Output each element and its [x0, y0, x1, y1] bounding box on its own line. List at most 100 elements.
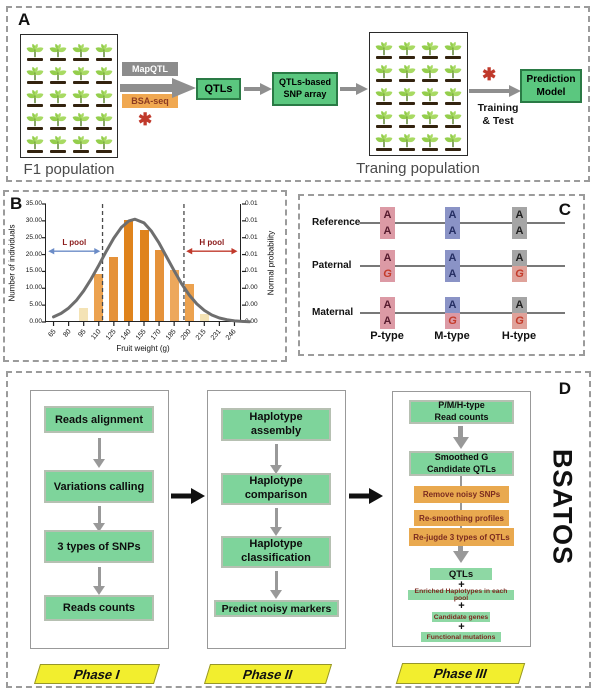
soil-icon [445, 56, 462, 59]
plant-leaves-icon [49, 66, 66, 81]
allele-top: A [512, 207, 527, 223]
plant-icon [23, 62, 46, 84]
plant-icon [46, 131, 69, 153]
flow-step: Smoothed G Candidate QTLs [409, 451, 514, 476]
plant-icon [395, 60, 418, 82]
soil-icon [375, 148, 392, 151]
arrow-right-icon [244, 83, 272, 95]
y-tick-label: 20.00 [25, 250, 42, 258]
plant-leaves-icon [398, 64, 416, 79]
allele-box: A A [380, 297, 395, 329]
result-box: Candidate genes [432, 612, 490, 622]
y-tick-label: 0.00 [245, 301, 258, 309]
plant-leaves-icon [95, 112, 112, 127]
plant-leaves-icon [398, 41, 416, 56]
allele-box: A A [445, 250, 460, 282]
arrow-down-icon [98, 567, 101, 587]
allele-bottom: G [512, 266, 527, 282]
plant-icon [419, 129, 442, 151]
plant-leaves-icon [375, 41, 392, 56]
allele-bottom: A [380, 223, 395, 239]
soil-icon [26, 104, 43, 107]
soil-icon [49, 104, 66, 107]
flow-step-orange: Re-jugde 3 types of QTLs [409, 528, 514, 546]
plant-icon [395, 37, 418, 59]
h-type-label: H-type [501, 330, 537, 342]
allele-box: A G [512, 297, 527, 329]
soil-icon [422, 148, 439, 151]
plant-leaves-icon [72, 112, 89, 127]
plant-leaves-icon [95, 135, 112, 150]
plant-icon [395, 106, 418, 128]
panel-d: D BSATOS Reads alignment Variations call… [6, 371, 591, 688]
histogram-bar [109, 256, 119, 321]
soil-icon [445, 148, 462, 151]
f1-population-label: F1 population [23, 161, 115, 178]
y-tick-label: 25.00 [25, 233, 42, 241]
plant-leaves-icon [26, 135, 43, 150]
plant-icon [442, 37, 465, 59]
allele-bottom: G [445, 313, 460, 329]
star-icon: ✱ [138, 110, 153, 129]
plant-icon [92, 131, 115, 153]
soil-icon [398, 79, 415, 82]
plant-leaves-icon [398, 110, 416, 125]
arrow-right-icon [340, 83, 368, 95]
plant-icon [69, 85, 92, 107]
histogram-bar [139, 229, 149, 321]
soil-icon [375, 125, 392, 128]
plant-icon [46, 108, 69, 130]
plus-sign: + [458, 600, 465, 612]
soil-icon [72, 127, 89, 130]
training-population-box [369, 32, 468, 156]
soil-icon [26, 127, 43, 130]
soil-icon [422, 102, 439, 105]
y-tick-label: 0.01 [245, 216, 258, 224]
phase1-column: Reads alignment Variations calling 3 typ… [30, 390, 169, 649]
histogram-bar [184, 283, 194, 321]
flow-step: Reads counts [44, 595, 154, 621]
plus-sign: + [458, 621, 465, 633]
plant-icon [372, 129, 395, 151]
allele-top: A [512, 297, 527, 313]
snp-array-box: QTLs-based SNP array [272, 72, 338, 106]
bsatos-label: BSATOS [547, 448, 578, 566]
y-tick-label: 35.00 [25, 200, 42, 207]
plant-leaves-icon [421, 133, 439, 148]
phase3-tag: Phase III [395, 663, 526, 684]
soil-icon [398, 56, 415, 59]
allele-box: A G [380, 250, 395, 282]
plant-leaves-icon [95, 89, 112, 104]
plant-icon [69, 131, 92, 153]
black-arrow-right-icon [171, 488, 205, 504]
plant-icon [92, 108, 115, 130]
allele-bottom: G [380, 266, 395, 282]
plant-leaves-icon [49, 43, 66, 58]
soil-icon [398, 125, 415, 128]
soil-icon [445, 125, 462, 128]
maternal-label: Maternal [312, 307, 354, 318]
y-tick-label: 0.01 [245, 233, 258, 241]
allele-top: A [445, 207, 460, 223]
panel-a-label: A [18, 10, 31, 29]
soil-icon [49, 58, 66, 61]
soil-icon [72, 58, 89, 61]
plant-leaves-icon [26, 89, 43, 104]
plant-icon [92, 62, 115, 84]
y-tick-label: 10.00 [25, 284, 42, 292]
soil-icon [95, 81, 112, 84]
plant-leaves-icon [95, 43, 112, 58]
plant-icon [372, 60, 395, 82]
arrow-down-icon [458, 426, 463, 441]
allele-bottom: A [512, 223, 527, 239]
result-box: Functional mutations [421, 632, 501, 642]
allele-box: A A [380, 207, 395, 239]
histogram-bar [124, 219, 134, 321]
plant-leaves-icon [421, 110, 439, 125]
y-tick-label: 0.01 [245, 267, 258, 275]
flow-step: Haplotype comparison [221, 473, 331, 505]
